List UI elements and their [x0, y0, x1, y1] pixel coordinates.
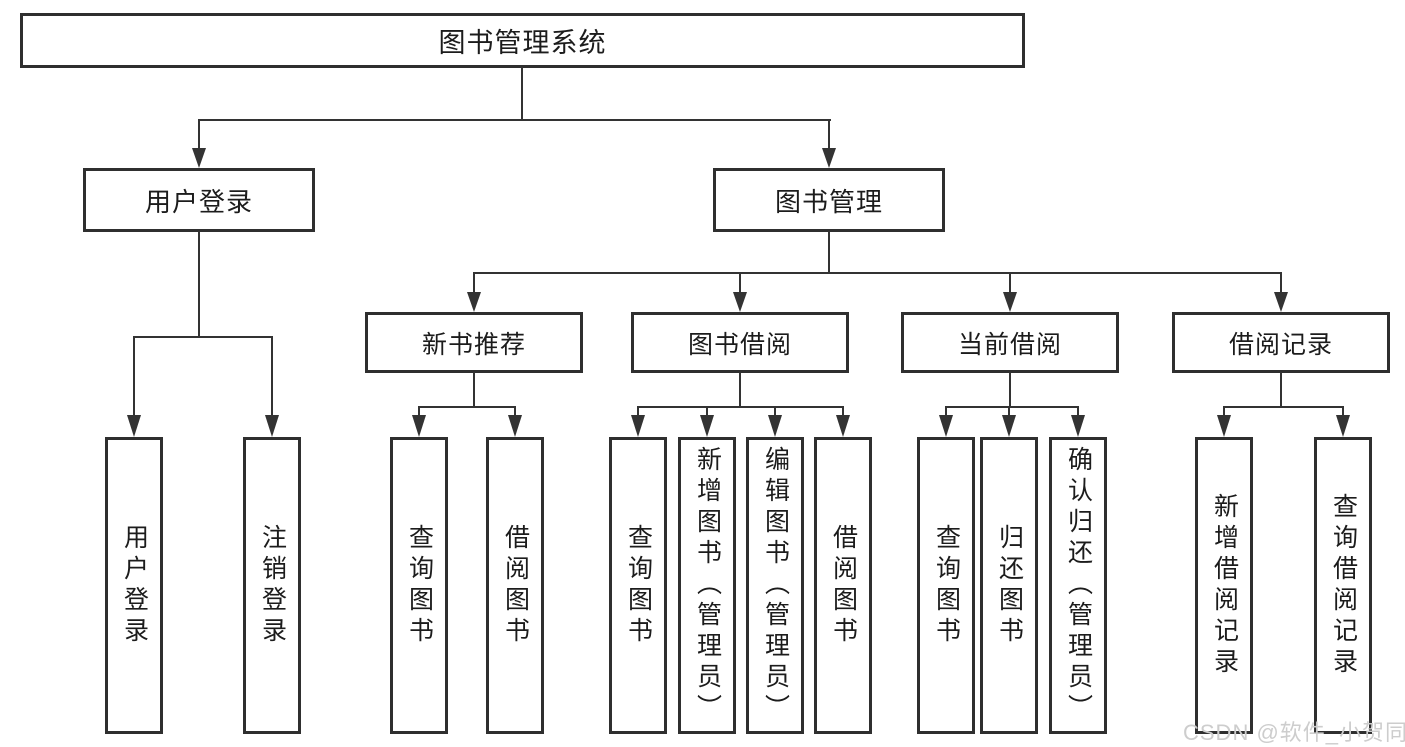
node-current-borrow: 当前借阅 — [901, 312, 1119, 373]
edge-book-borrow-children-horizontal — [637, 406, 844, 408]
arrowhead — [1071, 415, 1085, 437]
edge-stem-leaf — [418, 406, 420, 417]
leaf-label: 归还图书 — [995, 523, 1024, 648]
node-label: 图书借阅 — [687, 330, 792, 359]
arrowhead — [1002, 415, 1016, 437]
node-user-login: 用户登录 — [83, 168, 315, 232]
leaf-borrow-books: 借阅图书 — [814, 437, 872, 734]
edge-user-login-children-horizontal — [133, 336, 273, 338]
leaf-query-books-recommend: 查询图书 — [390, 437, 448, 734]
arrowhead — [822, 148, 836, 168]
node-library-system: 图书管理系统 — [20, 13, 1025, 68]
node-label: 借阅记录 — [1228, 330, 1333, 359]
leaf-confirm-return-admin: 确认归还（管理员） — [1049, 437, 1107, 734]
edge-new-book-children-horizontal — [418, 406, 516, 408]
edge-stem-leaf — [1008, 406, 1010, 417]
leaf-label: 查询图书 — [405, 523, 434, 648]
arrowhead — [631, 415, 645, 437]
leaf-label: 确认归还（管理员） — [1064, 446, 1093, 725]
edge-stem-leaf — [514, 406, 516, 417]
node-label: 当前借阅 — [957, 330, 1062, 359]
leaf-edit-books-admin: 编辑图书（管理员） — [746, 437, 804, 734]
leaf-label: 借阅图书 — [501, 523, 530, 648]
edge-stem-book-management — [828, 119, 830, 150]
edge-stem-new-book-recommend — [473, 272, 475, 294]
arrowhead — [467, 292, 481, 312]
edge-borrow-record-children-horizontal — [1223, 406, 1344, 408]
node-new-book-recommend: 新书推荐 — [365, 312, 583, 373]
node-label: 用户登录 — [144, 186, 253, 217]
arrowhead — [733, 292, 747, 312]
edge-stem-book-borrow — [739, 272, 741, 294]
leaf-add-books-admin: 新增图书（管理员） — [678, 437, 736, 734]
arrowhead — [939, 415, 953, 437]
arrowhead — [508, 415, 522, 437]
csdn-watermark: CSDN @软件_小贺同学 — [1183, 720, 1405, 745]
edge-stem-current-borrow — [1009, 272, 1011, 294]
edge-root-trunk — [521, 67, 523, 120]
arrowhead — [1274, 292, 1288, 312]
edge-stem-leaf-user-login — [133, 336, 135, 416]
node-label: 新书推荐 — [421, 330, 526, 359]
node-borrow-record: 借阅记录 — [1172, 312, 1390, 373]
edge-book-borrow-trunk — [739, 372, 741, 407]
leaf-label: 用户登录 — [120, 523, 149, 648]
leaf-label: 新增借阅记录 — [1210, 492, 1239, 679]
edge-user-login-trunk — [198, 231, 200, 337]
leaf-label: 借阅图书 — [829, 523, 858, 648]
arrowhead — [192, 148, 206, 168]
arrowhead — [768, 415, 782, 437]
leaf-return-books: 归还图书 — [980, 437, 1038, 734]
edge-stem-leaf — [1077, 406, 1079, 417]
edge-level2-horizontal — [198, 119, 831, 121]
leaf-logout: 注销登录 — [243, 437, 301, 734]
arrowhead — [127, 415, 141, 437]
leaf-label: 查询图书 — [932, 523, 961, 648]
leaf-add-borrow-record: 新增借阅记录 — [1195, 437, 1253, 734]
edge-stem-leaf — [1342, 406, 1344, 417]
edge-book-management-trunk — [828, 231, 830, 274]
leaf-query-borrow-record: 查询借阅记录 — [1314, 437, 1372, 734]
edge-stem-leaf — [637, 406, 639, 417]
leaf-query-books-current: 查询图书 — [917, 437, 975, 734]
leaf-label: 新增图书（管理员） — [693, 446, 722, 725]
node-book-borrow: 图书借阅 — [631, 312, 849, 373]
arrowhead — [412, 415, 426, 437]
edge-stem-leaf — [1223, 406, 1225, 417]
edge-level3-horizontal — [473, 272, 1281, 274]
edge-stem-leaf — [774, 406, 776, 417]
leaf-query-books-borrow: 查询图书 — [609, 437, 667, 734]
edge-stem-leaf — [945, 406, 947, 417]
node-book-management: 图书管理 — [713, 168, 945, 232]
arrowhead — [1217, 415, 1231, 437]
arrowhead — [265, 415, 279, 437]
edge-stem-leaf — [842, 406, 844, 417]
arrowhead — [700, 415, 714, 437]
edge-current-borrow-children-horizontal — [945, 406, 1079, 408]
arrowhead — [1003, 292, 1017, 312]
edge-stem-leaf-logout — [271, 336, 273, 416]
node-label: 图书管理系统 — [438, 28, 607, 58]
leaf-label: 查询图书 — [624, 523, 653, 648]
leaf-label: 注销登录 — [258, 523, 287, 648]
leaf-borrow-books-recommend: 借阅图书 — [486, 437, 544, 734]
edge-stem-borrow-record — [1280, 272, 1282, 294]
leaf-user-login: 用户登录 — [105, 437, 163, 734]
edge-stem-leaf — [706, 406, 708, 417]
arrowhead — [836, 415, 850, 437]
leaf-label: 编辑图书（管理员） — [761, 446, 790, 725]
arrowhead — [1336, 415, 1350, 437]
edge-current-borrow-trunk — [1009, 372, 1011, 407]
node-label: 图书管理 — [774, 186, 883, 217]
edge-borrow-record-trunk — [1280, 372, 1282, 407]
edge-new-book-recommend-trunk — [473, 372, 475, 407]
edge-stem-user-login — [198, 119, 200, 150]
leaf-label: 查询借阅记录 — [1329, 492, 1358, 679]
